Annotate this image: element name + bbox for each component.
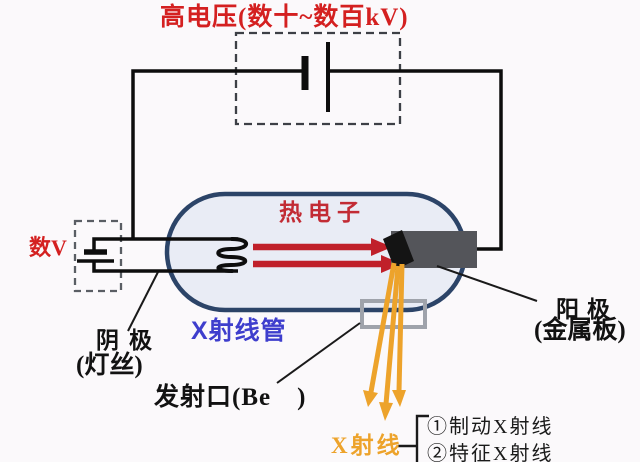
emission-port-label: 发射口(Be ) bbox=[154, 384, 307, 411]
high-voltage-label: 高电压(数十~数百kV) bbox=[160, 4, 409, 31]
wire-top-left bbox=[131, 69, 304, 239]
xray-beam-head bbox=[392, 390, 406, 407]
low-voltage-battery-icon bbox=[77, 249, 114, 263]
wire-filament-bottom-lead bbox=[92, 262, 238, 273]
electron-beam-arrows bbox=[253, 238, 402, 273]
cathode-sub-label: (灯丝) bbox=[76, 352, 143, 379]
wire-top-right bbox=[330, 69, 503, 251]
cathode-label: 阴极 bbox=[96, 328, 162, 353]
anode-target-face bbox=[383, 230, 414, 270]
xray-beam-shaft bbox=[396, 263, 405, 392]
electron-arrow-head bbox=[371, 238, 392, 256]
xray-label: X射线 bbox=[331, 433, 403, 458]
cathode-leader-line bbox=[127, 271, 159, 332]
xray-type2-label: ②特征X射线 bbox=[427, 443, 554, 462]
anode-label: 阳极 bbox=[556, 297, 618, 322]
anode-sub-label: (金属板) bbox=[534, 317, 626, 344]
xray-type1-label: ①制动X射线 bbox=[427, 416, 554, 438]
high-voltage-dashed-box bbox=[234, 31, 402, 126]
xray-beam-head bbox=[379, 402, 393, 421]
filament-coil-icon bbox=[216, 237, 249, 273]
low-voltage-dashed-box bbox=[73, 219, 123, 293]
circuit-wires bbox=[92, 69, 503, 273]
xray-beam-shaft bbox=[368, 262, 397, 393]
xray-beam-arrows bbox=[363, 262, 406, 421]
xray-types-bracket bbox=[398, 414, 429, 462]
high-voltage-battery-icon bbox=[301, 42, 330, 112]
leader-lines bbox=[127, 265, 538, 384]
xray-beam-shaft bbox=[383, 265, 401, 405]
hot-electrons-label: 热电子 bbox=[279, 200, 366, 225]
anode-leader-line bbox=[436, 265, 538, 302]
low-voltage-label: 数V bbox=[29, 235, 67, 260]
emission-window-leader-line bbox=[276, 322, 361, 384]
xray-beam-head bbox=[363, 390, 378, 407]
wire-filament-top-lead bbox=[92, 237, 238, 250]
xray-tube-label: X射线管 bbox=[191, 317, 287, 345]
